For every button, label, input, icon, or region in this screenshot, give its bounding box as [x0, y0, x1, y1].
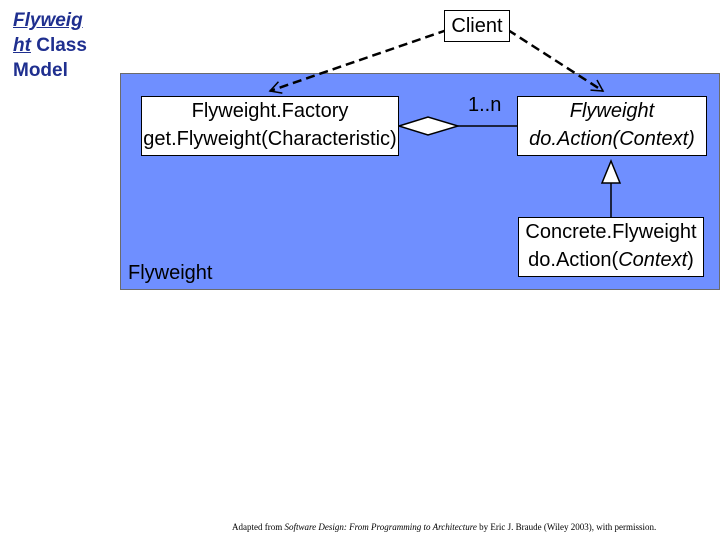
concrete-operation-suffix: )	[687, 249, 694, 271]
title-part-2: ht	[13, 35, 31, 56]
factory-operation: get.Flyweight(Characteristic)	[143, 128, 397, 150]
client-box: Client	[444, 10, 510, 42]
footer-prefix: Adapted from	[232, 522, 285, 532]
slide-title: Flyweig ht Class Model	[13, 8, 113, 83]
aggregation-diamond	[396, 116, 461, 136]
flyweight-box: Flyweight do.Action(Context)	[517, 96, 707, 156]
footer-book-title: Software Design: From Programming to Arc…	[284, 522, 477, 532]
flyweight-factory-box: Flyweight.Factory get.Flyweight(Characte…	[141, 96, 399, 156]
factory-name: Flyweight.Factory	[191, 100, 349, 122]
concrete-operation-arg: Context	[618, 249, 688, 271]
multiplicity-label: 1..n	[468, 94, 502, 116]
package-label: Flyweight	[128, 262, 213, 284]
flyweight-operation: do.Action(Context)	[529, 128, 695, 150]
concrete-operation: do.Action(Context)	[519, 246, 703, 274]
flyweight-name: Flyweight	[569, 100, 655, 122]
client-label: Client	[451, 15, 503, 37]
title-part-3: Class Model	[13, 35, 87, 81]
concrete-name: Concrete.Flyweight	[525, 221, 697, 243]
title-part-1: Flyweig	[13, 10, 83, 31]
footer-suffix: by Eric J. Braude (Wiley 2003), with per…	[476, 522, 657, 532]
client-to-flyweight-dependency	[507, 28, 605, 93]
client-to-factory-dependency	[268, 28, 448, 94]
concrete-operation-prefix: do.Action(	[528, 249, 619, 271]
concrete-flyweight-box: Concrete.Flyweight do.Action(Context)	[518, 217, 704, 277]
generalization-triangle	[600, 159, 622, 184]
attribution-footer: Adapted from Software Design: From Progr…	[232, 522, 656, 532]
